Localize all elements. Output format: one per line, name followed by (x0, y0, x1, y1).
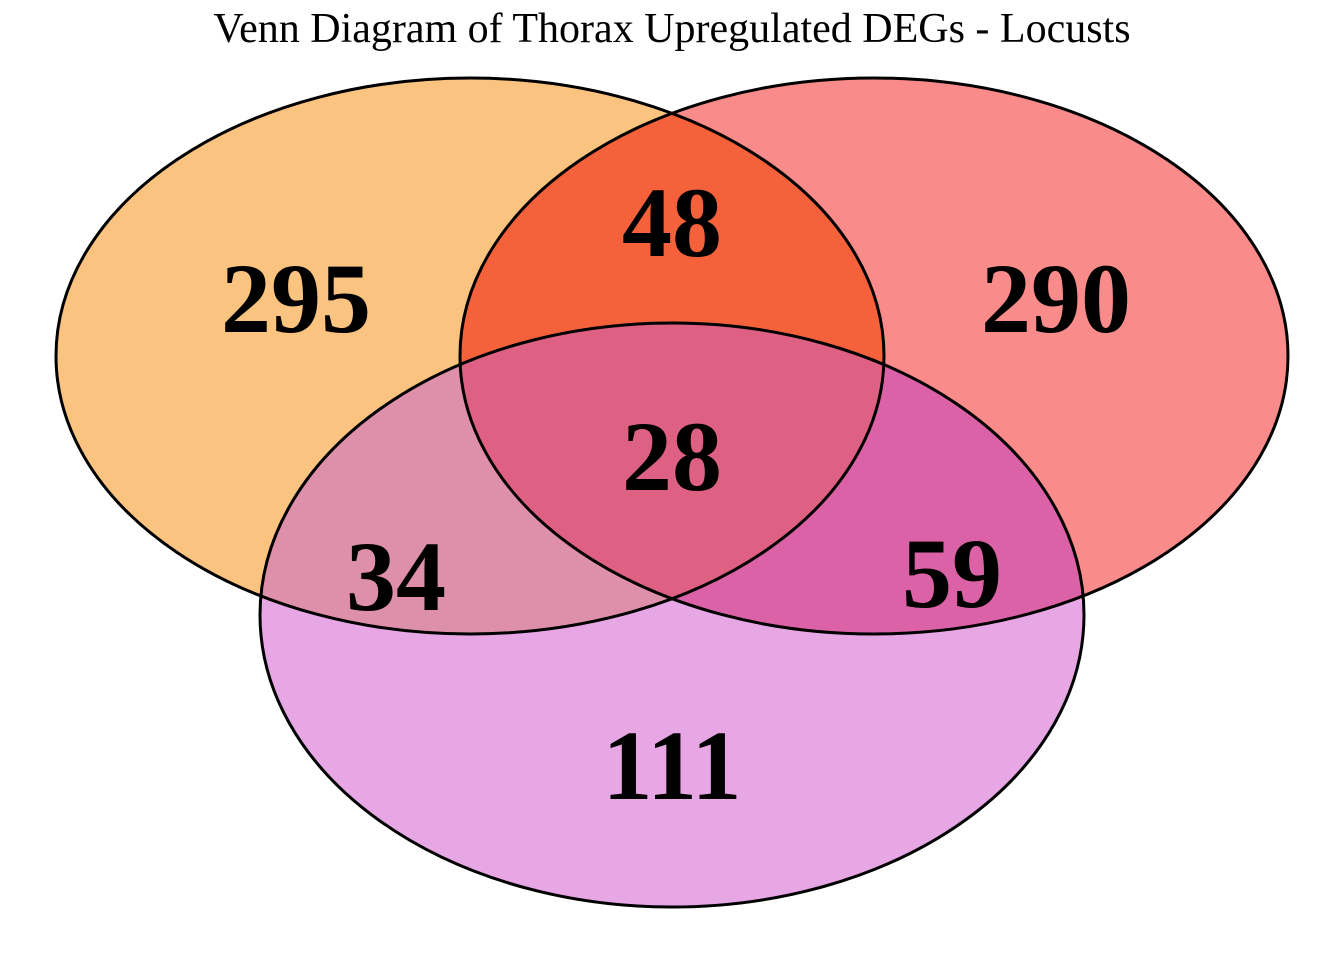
region-count-bc: 59 (902, 518, 1002, 629)
region-count-ac: 34 (346, 521, 446, 632)
set-c-outline (258, 321, 1086, 909)
region-count-ab: 48 (622, 167, 722, 278)
set-b-outline (458, 76, 1290, 636)
region-count-a: 295 (221, 243, 371, 354)
region-count-c: 111 (603, 710, 742, 821)
set-a-outline (54, 76, 886, 636)
chart-title: Venn Diagram of Thorax Upregulated DEGs … (213, 6, 1130, 52)
region-count-abc: 28 (622, 401, 722, 512)
region-count-b: 290 (981, 243, 1131, 354)
